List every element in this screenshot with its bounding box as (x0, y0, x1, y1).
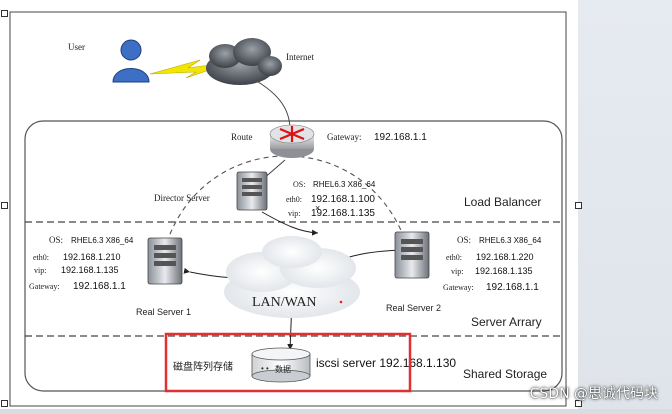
director-os-value: RHEL6.3 X86_64 (313, 180, 376, 189)
director-vip-key: vip: (288, 209, 300, 218)
highlight-box (164, 332, 412, 393)
user-icon (112, 39, 150, 83)
load-balancer-label: Load Balancer (464, 195, 541, 209)
rs2-os-key: OS: (457, 235, 471, 245)
route-label: Route (231, 132, 253, 142)
rs1-gateway-key: Gateway: (29, 282, 60, 291)
rs2-eth0-value: 192.168.1.220 (476, 252, 534, 262)
disk-dots: • • (261, 364, 269, 373)
internet-route-link (254, 79, 291, 131)
network-diagram: User Internet Route Gateway: 192.168.1.1 (9, 11, 567, 407)
background-strip (578, 0, 672, 409)
heartbeat-arc (161, 155, 406, 261)
rs2-vip-key: vip: (451, 267, 463, 276)
selection-handle[interactable] (1, 400, 8, 407)
real-server-1-label: Real Server 1 (136, 307, 191, 317)
rs2-eth0-key: eth0: (446, 253, 462, 262)
rs1-os-key: OS: (49, 235, 63, 245)
router-icon (269, 124, 315, 158)
rs1-eth0-key: eth0: (33, 253, 49, 262)
iscsi-label: iscsi server 192.168.1.130 (316, 356, 456, 370)
selection-handle[interactable] (575, 400, 582, 407)
data-label: 数据 (275, 364, 291, 374)
rs2-gateway-key: Gateway: (443, 283, 474, 292)
diagram-canvas: User Internet Route Gateway: 192.168.1.1 (0, 0, 578, 409)
cursor-mark-icon: × (315, 203, 320, 213)
director-os-key: OS: (293, 180, 305, 189)
disk-storage-icon (251, 347, 311, 383)
shared-storage-label: Shared Storage (463, 367, 547, 381)
rs1-os-value: RHEL6.3 X86_64 (71, 236, 134, 245)
disk-array-label: 磁盘阵列存储 (173, 360, 233, 373)
user-label: User (68, 42, 85, 52)
rs2-vip-value: 192.168.1.135 (475, 266, 533, 276)
real-server-2-icon (394, 231, 430, 279)
director-vip-value: 192.168.1.135 (311, 208, 375, 219)
rs1-eth0-value: 192.168.1.210 (63, 252, 121, 262)
rs2-os-value: RHEL6.3 X86_64 (479, 236, 542, 245)
rs1-gateway-value: 192.168.1.1 (73, 281, 126, 292)
director-server-icon (236, 171, 268, 211)
director-label: Director Server (154, 193, 210, 203)
selection-handle[interactable] (575, 202, 582, 209)
rs2-gateway-value: 192.168.1.1 (486, 282, 539, 293)
server-array-label: Server Arrary (471, 315, 542, 329)
rs1-vip-key: vip: (34, 266, 46, 275)
diagram-border (9, 11, 567, 407)
watermark: CSDN @思诚代码块 (529, 386, 658, 402)
internet-label: Internet (286, 52, 314, 62)
real-server-1-icon (147, 237, 183, 285)
internet-cloud-icon (206, 38, 282, 85)
gateway-key: Gateway: (327, 132, 361, 142)
gateway-value: 192.168.1.1 (374, 132, 427, 143)
director-lan-link (261, 211, 319, 236)
lan-wan-cloud-icon (224, 236, 360, 318)
selection-handle[interactable] (1, 10, 8, 17)
rs1-vip-value: 192.168.1.135 (61, 265, 119, 275)
real-server-2-label: Real Server 2 (386, 303, 441, 313)
selection-handle[interactable] (1, 202, 8, 209)
director-eth0-value: 192.168.1.100 (311, 194, 375, 205)
director-eth0-key: eth0: (286, 195, 302, 204)
red-dot (339, 300, 343, 304)
lan-wan-label: LAN/WAN (252, 295, 317, 310)
